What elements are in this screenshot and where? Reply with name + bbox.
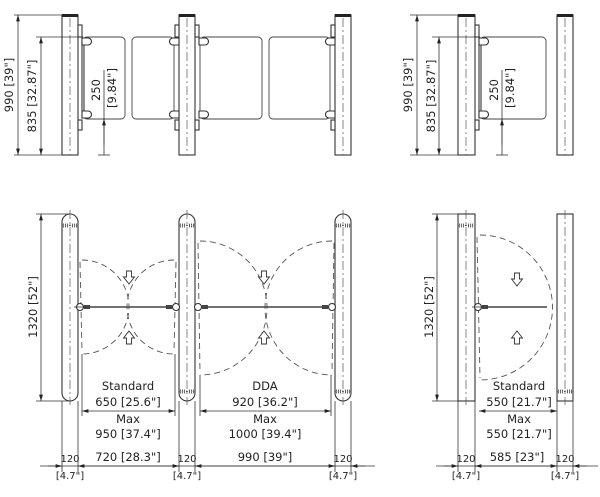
length-label: 1320 [52"] bbox=[26, 276, 40, 338]
elevation-left: 990 [39"] 835 [32.87"] 250 [9.84"] bbox=[2, 14, 352, 156]
dda-max-label: Max bbox=[253, 412, 277, 426]
standard-title: Standard bbox=[493, 379, 545, 393]
gate-leaves bbox=[74, 302, 337, 312]
post-width: 120 bbox=[555, 454, 574, 465]
standard-opening: 650 [25.6"] bbox=[95, 395, 160, 409]
post-width: 120 bbox=[60, 454, 79, 465]
rfid-reader-icon: (((•))) bbox=[335, 223, 350, 229]
clearance-label: 250 bbox=[89, 79, 103, 101]
arrow-down-icon bbox=[123, 270, 135, 285]
standard-max-label: Max bbox=[116, 412, 140, 426]
glass-panels bbox=[82, 36, 331, 120]
dimensions: 990 [39"] 835 [32.87"] 250 [9.84"] bbox=[2, 14, 119, 156]
rfid-reader-icon: (((•))) bbox=[557, 389, 572, 395]
plan-left: (((•))) (((•))) (((•))) (((•))) (((•))) … bbox=[26, 210, 375, 482]
height-glass-label: 835 [32.87"] bbox=[424, 60, 438, 133]
clearance-label: 250 bbox=[487, 79, 501, 101]
post-width: 120 bbox=[456, 454, 475, 465]
standard-centers: 720 [28.3"] bbox=[95, 450, 160, 464]
plan-right: (((•))) (((•))) 1320 [52"] Standard 550 … bbox=[422, 210, 598, 482]
dda-centers: 990 [39"] bbox=[238, 450, 293, 464]
height-total-label: 990 [39"] bbox=[401, 58, 415, 113]
arrow-up-icon bbox=[511, 330, 523, 345]
standard-max-value: 550 [21.7"] bbox=[486, 427, 551, 441]
arrow-up-icon bbox=[123, 330, 135, 345]
arrow-up-icon bbox=[258, 330, 270, 345]
length-label: 1320 [52"] bbox=[422, 276, 436, 338]
post-width: 120 bbox=[333, 454, 352, 465]
rfid-reader-icon: (((•))) bbox=[62, 223, 77, 229]
posts bbox=[61, 14, 352, 156]
dda-title: DDA bbox=[252, 379, 278, 393]
post-width-imperial: [4.7"] bbox=[452, 471, 480, 482]
post-width-imperial: [4.7"] bbox=[551, 471, 579, 482]
rfid-reader-icon: (((•))) bbox=[458, 223, 473, 229]
post-width: 120 bbox=[177, 454, 196, 465]
arrow-down-icon bbox=[511, 272, 523, 287]
clearance-imperial-label: [9.84"] bbox=[105, 68, 119, 108]
dimensions: 1320 [52"] Standard 650 [25.6"] Max 950 … bbox=[26, 213, 375, 482]
dda-opening: 920 [36.2"] bbox=[232, 395, 297, 409]
height-glass-label: 835 [32.87"] bbox=[25, 60, 39, 133]
standard-max-value: 950 [37.4"] bbox=[95, 427, 160, 441]
rfid-reader-icon: (((•))) bbox=[335, 389, 350, 395]
standard-centers: 585 [23"] bbox=[490, 450, 545, 464]
post-width-imperial: [4.7"] bbox=[56, 471, 84, 482]
dda-max-value: 1000 [39.4"] bbox=[229, 427, 302, 441]
standard-title: Standard bbox=[102, 379, 154, 393]
standard-max-label: Max bbox=[507, 412, 531, 426]
arrow-down-icon bbox=[258, 270, 270, 285]
rfid-reader-icon: (((•))) bbox=[179, 389, 194, 395]
elevation-right: 990 [39"] 835 [32.87"] 250 [9.84"] bbox=[401, 14, 574, 156]
post-width-imperial: [4.7"] bbox=[329, 471, 357, 482]
clearance-imperial-label: [9.84"] bbox=[503, 68, 517, 108]
posts: (((•))) (((•))) (((•))) (((•))) (((•))) bbox=[61, 210, 352, 405]
height-total-label: 990 [39"] bbox=[2, 58, 16, 113]
rfid-reader-icon: (((•))) bbox=[179, 223, 194, 229]
standard-opening: 550 [21.7"] bbox=[486, 395, 551, 409]
post-width-imperial: [4.7"] bbox=[173, 471, 201, 482]
